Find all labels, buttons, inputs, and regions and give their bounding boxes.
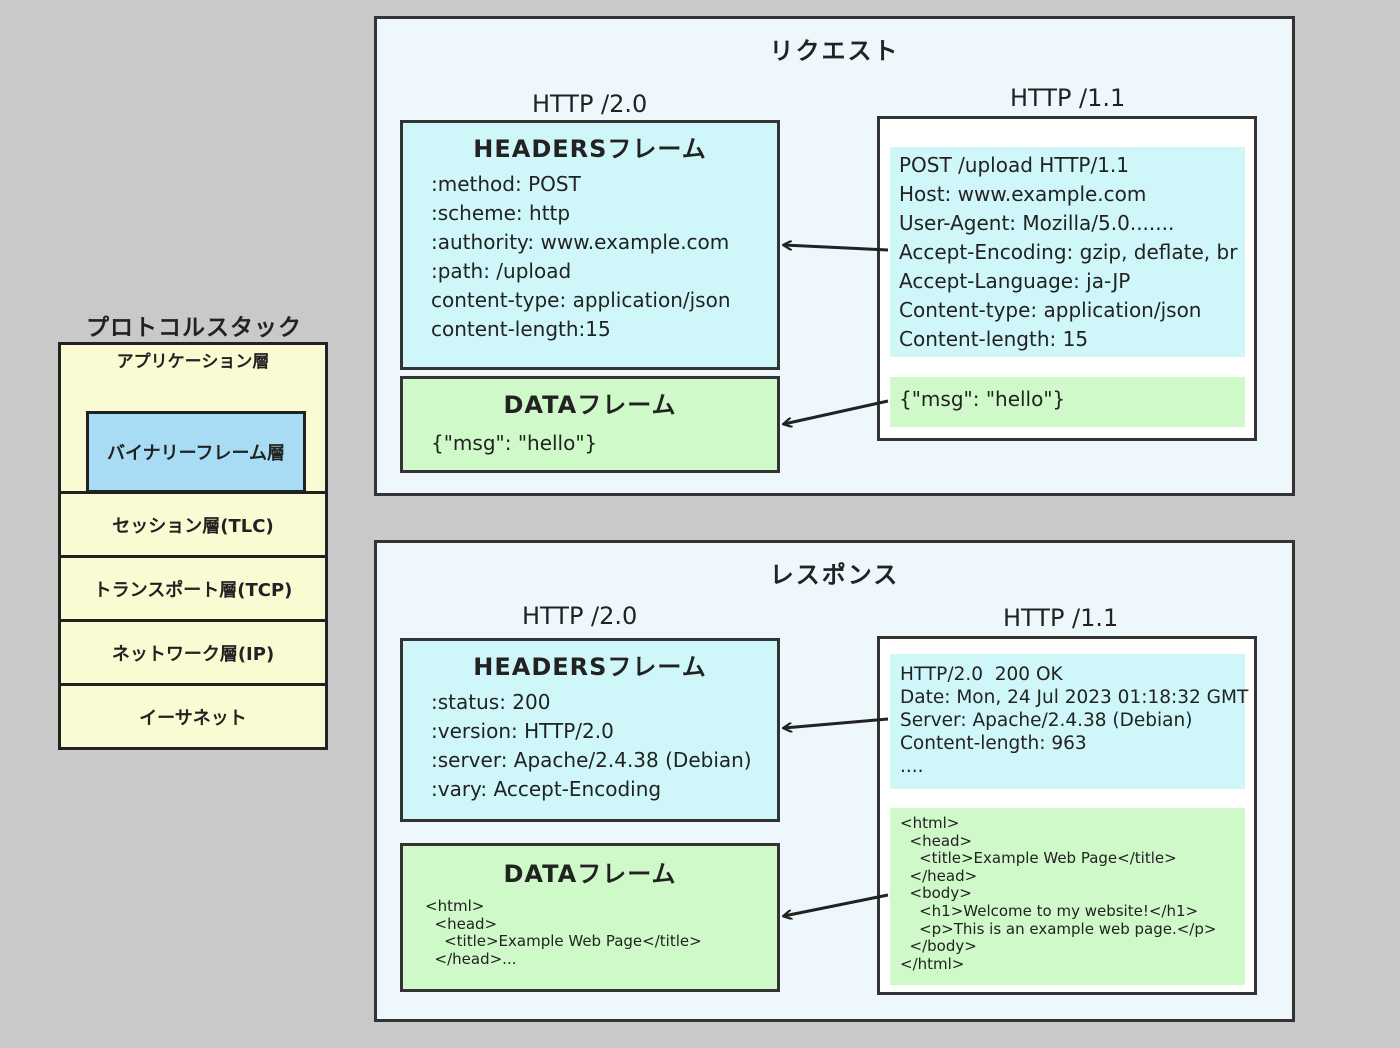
response-http11-headers: HTTP/2.0 200 OK Date: Mon, 24 Jul 2023 0… — [900, 664, 1249, 777]
request-headers-frame: HEADERSフレーム :method: POST :scheme: http … — [400, 120, 780, 370]
layer-application: アプリケーション層 バイナリーフレーム層 — [58, 342, 328, 494]
response-title: レスポンス — [769, 561, 900, 589]
response-headers-frame-title: HEADERSフレーム — [473, 653, 707, 681]
protocol-stack-title: プロトコルスタック — [86, 315, 302, 341]
request-title: リクエスト — [769, 37, 900, 65]
response-data-frame-body: <html> <head> <title>Example Web Page</t… — [425, 897, 702, 968]
request-data-frame-title: DATAフレーム — [503, 391, 677, 419]
request-http11-headers-box: POST /upload HTTP/1.1 Host: www.example.… — [890, 147, 1245, 357]
arrow-request-data — [784, 399, 889, 424]
response-http11-body: <html> <head> <title>Example Web Page</t… — [900, 814, 1217, 973]
request-http11-body-box: {"msg": "hello"} — [890, 377, 1245, 427]
response-data-frame: DATAフレーム <html> <head> <title>Example We… — [400, 843, 780, 992]
request-http11-headers: POST /upload HTTP/1.1 Host: www.example.… — [899, 153, 1238, 351]
request-data-frame-body: {"msg": "hello"} — [431, 431, 598, 455]
response-http2-label: HTTP /2.0 — [522, 602, 638, 630]
response-http11-label: HTTP /1.1 — [1003, 604, 1119, 632]
arrow-response-data — [784, 893, 889, 916]
response-data-frame-title: DATAフレーム — [503, 860, 677, 888]
layer-ethernet: イーサネット — [58, 683, 328, 750]
response-headers-frame-lines: :status: 200 :version: HTTP/2.0 :server:… — [431, 690, 752, 801]
request-http11-body: {"msg": "hello"} — [899, 387, 1066, 411]
layer-network: ネットワーク層(IP) — [58, 619, 328, 686]
layer-session: セッション層(TLC) — [58, 491, 328, 558]
request-http11-label: HTTP /1.1 — [1010, 84, 1126, 112]
response-http11-message: HTTP/2.0 200 OK Date: Mon, 24 Jul 2023 0… — [877, 636, 1257, 995]
request-data-frame: DATAフレーム {"msg": "hello"} — [400, 376, 780, 473]
layer-application-label: アプリケーション層 — [116, 352, 270, 372]
arrow-request-headers — [784, 245, 889, 252]
response-http11-body-box: <html> <head> <title>Example Web Page</t… — [890, 808, 1245, 985]
request-http11-message: POST /upload HTTP/1.1 Host: www.example.… — [877, 116, 1257, 441]
arrow-response-headers — [784, 717, 889, 728]
response-http11-headers-box: HTTP/2.0 200 OK Date: Mon, 24 Jul 2023 0… — [890, 654, 1249, 789]
request-headers-frame-title: HEADERSフレーム — [473, 135, 707, 163]
response-headers-frame: HEADERSフレーム :status: 200 :version: HTTP/… — [400, 638, 780, 822]
request-headers-frame-lines: :method: POST :scheme: http :authority: … — [431, 172, 731, 341]
request-http2-label: HTTP /2.0 — [532, 90, 648, 118]
